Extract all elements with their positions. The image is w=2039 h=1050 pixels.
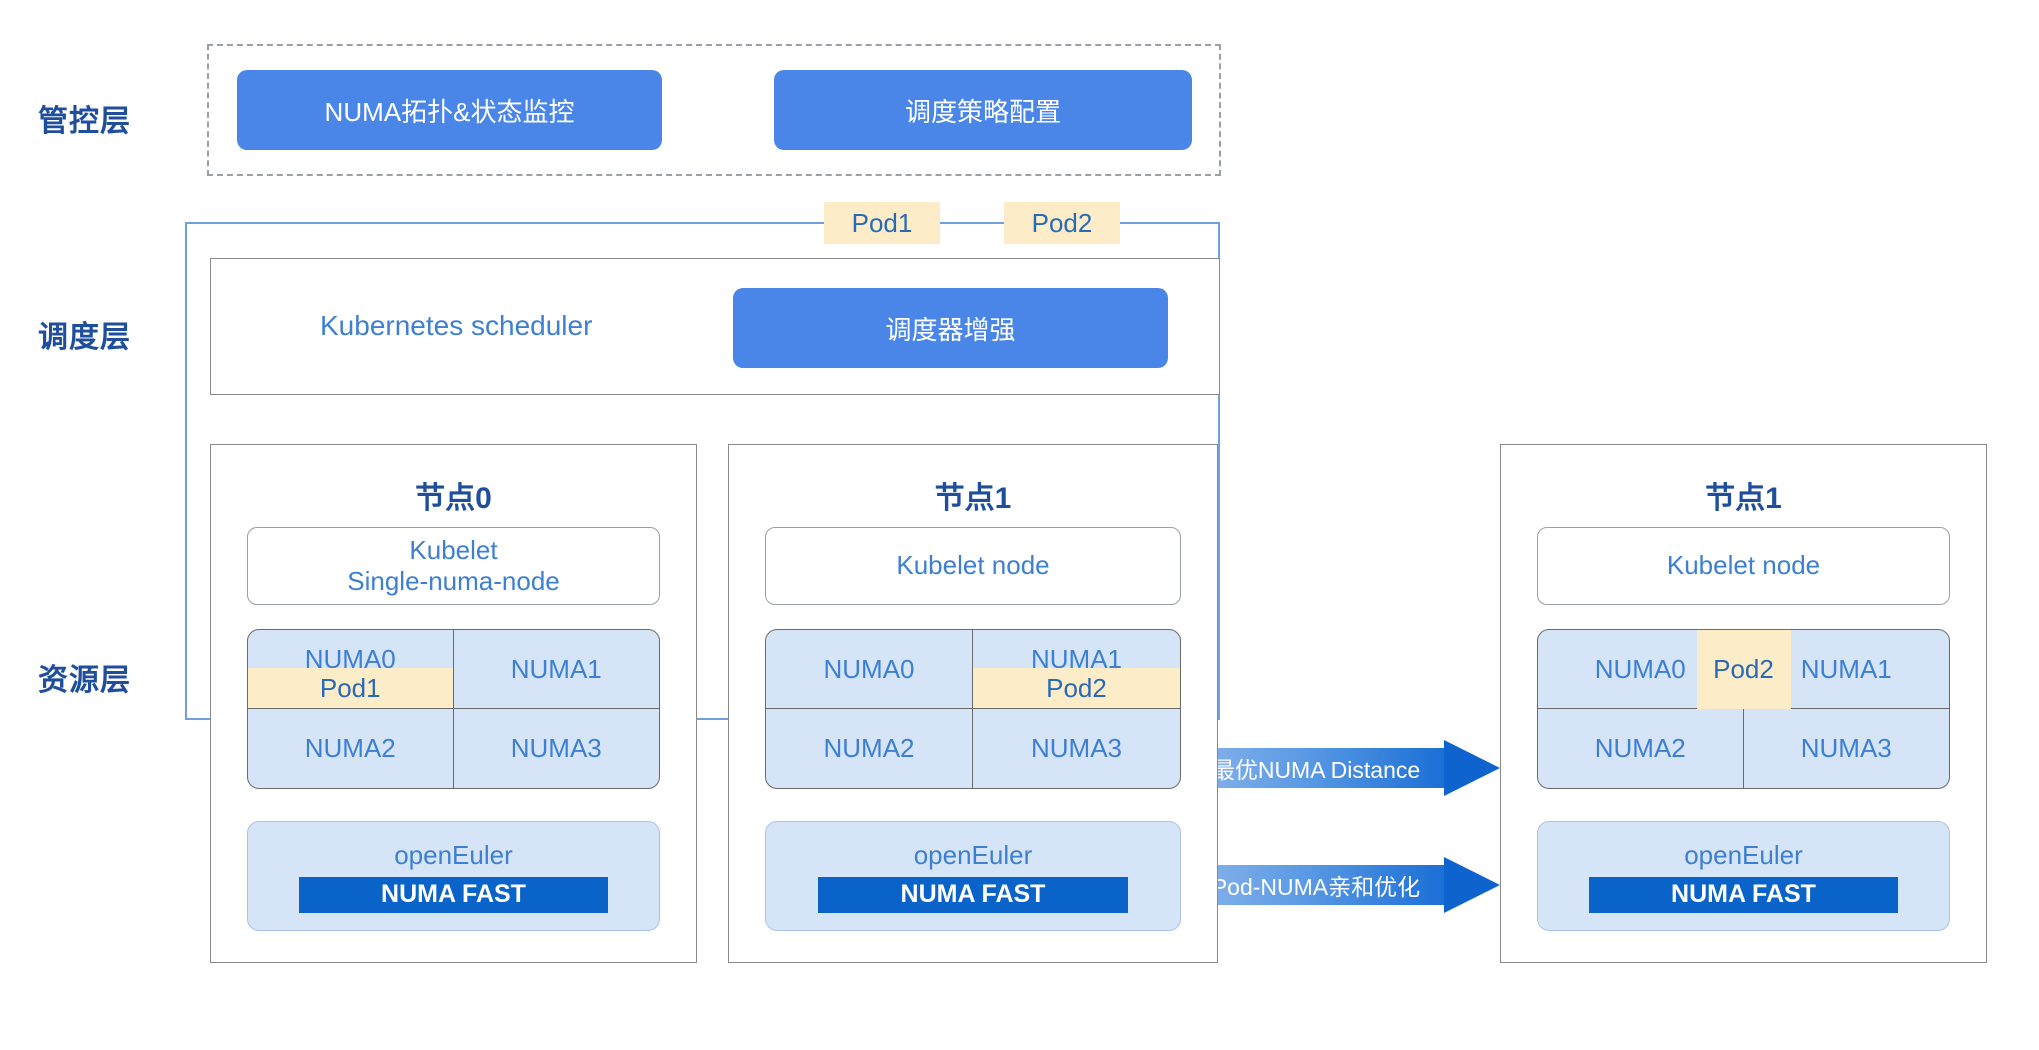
numa-cell-label: NUMA1: [1800, 653, 1892, 684]
kubelet-line-1: Kubelet node: [896, 550, 1050, 581]
scheduling-layer-container: [185, 222, 1220, 720]
pod-band[interactable]: Pod1: [248, 668, 453, 708]
numa-cell-3[interactable]: NUMA3: [973, 709, 1180, 788]
node-panel-0: 节点0 Kubelet Single-numa-node NUMA0 Pod1 …: [210, 444, 697, 963]
scheduling-policy-config-box[interactable]: 调度策略配置: [774, 70, 1192, 150]
pod-tab-pod2[interactable]: Pod2: [1004, 202, 1120, 244]
arrow-label: Pod-NUMA亲和优化: [1211, 874, 1421, 900]
numa-cell-3[interactable]: NUMA3: [1744, 709, 1950, 788]
numa-cell-label: NUMA3: [1800, 733, 1892, 763]
arrow-shaft: [1188, 748, 1444, 788]
openeuler-label: openEuler: [913, 839, 1033, 870]
openeuler-box: openEuler NUMA FAST: [247, 821, 660, 931]
node-title: 节点0: [415, 482, 492, 515]
node-title: 节点1: [934, 482, 1012, 515]
numa-fast-badge: NUMA FAST: [299, 876, 608, 913]
numa-cell-3[interactable]: NUMA3: [454, 709, 660, 788]
openeuler-label: openEuler: [394, 839, 513, 870]
arrow-head-icon: [1444, 857, 1500, 913]
node-panel-2: 节点1 Kubelet node NUMA0 NUMA1 NUMA2 NUMA3…: [1500, 444, 1987, 963]
kubelet-box: Kubelet Single-numa-node: [247, 527, 660, 605]
numa-cell-1[interactable]: NUMA1: [1743, 630, 1949, 709]
numa-grid: NUMA0 NUMA1 NUMA2 NUMA3 Pod2: [1537, 629, 1950, 789]
numa-cell-label: NUMA2: [823, 733, 915, 763]
openeuler-label: openEuler: [1684, 839, 1803, 870]
pod-column-pod2[interactable]: Pod2: [1696, 630, 1791, 709]
numa-cell-0[interactable]: NUMA0 Pod1: [248, 630, 454, 709]
kubelet-line-2: Single-numa-node: [347, 566, 560, 596]
numa-cell-label: NUMA3: [1030, 733, 1122, 763]
numa-cell-1[interactable]: NUMA1: [453, 630, 659, 709]
arrow-pod-numa-affinity: Pod-NUMA亲和优化: [1188, 857, 1500, 913]
numa-cell-0[interactable]: NUMA0: [766, 630, 973, 709]
numa-cell-label: NUMA2: [304, 733, 396, 763]
numa-cell-label: NUMA3: [510, 733, 602, 763]
numa-cell-1[interactable]: NUMA1 Pod2: [973, 630, 1180, 709]
numa-fast-badge: NUMA FAST: [1589, 876, 1898, 913]
node-panel-1: 节点1 Kubelet node NUMA0 NUMA1 Pod2 NUMA2 …: [728, 444, 1218, 963]
kubernetes-scheduler-label: Kubernetes scheduler: [320, 310, 593, 341]
numa-cell-2[interactable]: NUMA2: [766, 709, 973, 788]
numa-cell-label: NUMA1: [510, 653, 602, 684]
numa-grid: NUMA0 Pod1 NUMA1 NUMA2 NUMA3: [247, 629, 660, 789]
numa-topology-monitor-box[interactable]: NUMA拓扑&状态监控: [237, 70, 662, 150]
numa-cell-label: NUMA2: [1594, 733, 1686, 763]
kubelet-box: Kubelet node: [1537, 527, 1950, 605]
numa-cell-label: NUMA0: [1594, 653, 1686, 684]
openeuler-box: openEuler NUMA FAST: [765, 821, 1181, 931]
layer-label-resource: 资源层: [38, 664, 131, 697]
kubelet-box: Kubelet node: [765, 527, 1181, 605]
node-title: 节点1: [1705, 482, 1782, 515]
pod-band[interactable]: Pod2: [973, 668, 1180, 708]
openeuler-box: openEuler NUMA FAST: [1537, 821, 1950, 931]
numa-cell-2[interactable]: NUMA2: [1538, 709, 1744, 788]
numa-cell-label: NUMA0: [823, 653, 915, 684]
numa-fast-badge: NUMA FAST: [817, 876, 1129, 913]
pod-tab-pod1[interactable]: Pod1: [824, 202, 940, 244]
arrow-optimal-numa-distance: 最优NUMA Distance: [1188, 740, 1500, 796]
numa-grid: NUMA0 NUMA1 Pod2 NUMA2 NUMA3: [765, 629, 1181, 789]
arrow-label: 最优NUMA Distance: [1211, 757, 1421, 783]
numa-cell-0[interactable]: NUMA0: [1538, 630, 1744, 709]
layer-label-scheduling: 调度层: [38, 321, 131, 354]
scheduler-enhancement-box[interactable]: 调度器增强: [733, 288, 1168, 368]
arrow-shaft: [1188, 865, 1444, 905]
layer-label-control: 管控层: [38, 105, 131, 138]
arrow-head-icon: [1444, 740, 1500, 796]
kubelet-line-1: Kubelet node: [1666, 550, 1821, 581]
kubelet-line-1: Kubelet: [409, 534, 498, 565]
numa-cell-2[interactable]: NUMA2: [248, 709, 454, 788]
